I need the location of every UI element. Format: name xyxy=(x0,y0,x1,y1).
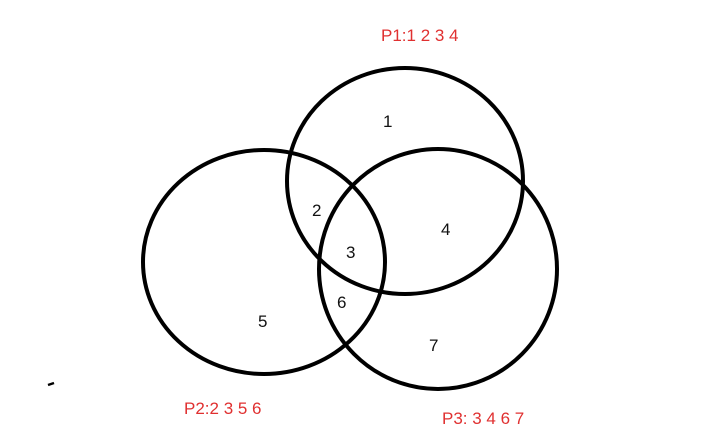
region-label-7: 7 xyxy=(429,336,438,355)
set-label-p2: P2:2 3 5 6 xyxy=(184,399,262,418)
region-label-4: 4 xyxy=(441,220,450,239)
region-label-1: 1 xyxy=(383,112,392,131)
circle-p3 xyxy=(317,147,559,391)
stray-mark xyxy=(47,381,55,387)
circle-p2 xyxy=(141,148,387,376)
set-label-p1: P1:1 2 3 4 xyxy=(381,26,459,45)
region-label-6: 6 xyxy=(337,293,346,312)
circle-p1 xyxy=(285,66,525,296)
set-label-p3: P3: 3 4 6 7 xyxy=(442,409,524,428)
region-label-3: 3 xyxy=(346,243,355,262)
region-label-5: 5 xyxy=(258,312,267,331)
region-label-2: 2 xyxy=(312,201,321,220)
